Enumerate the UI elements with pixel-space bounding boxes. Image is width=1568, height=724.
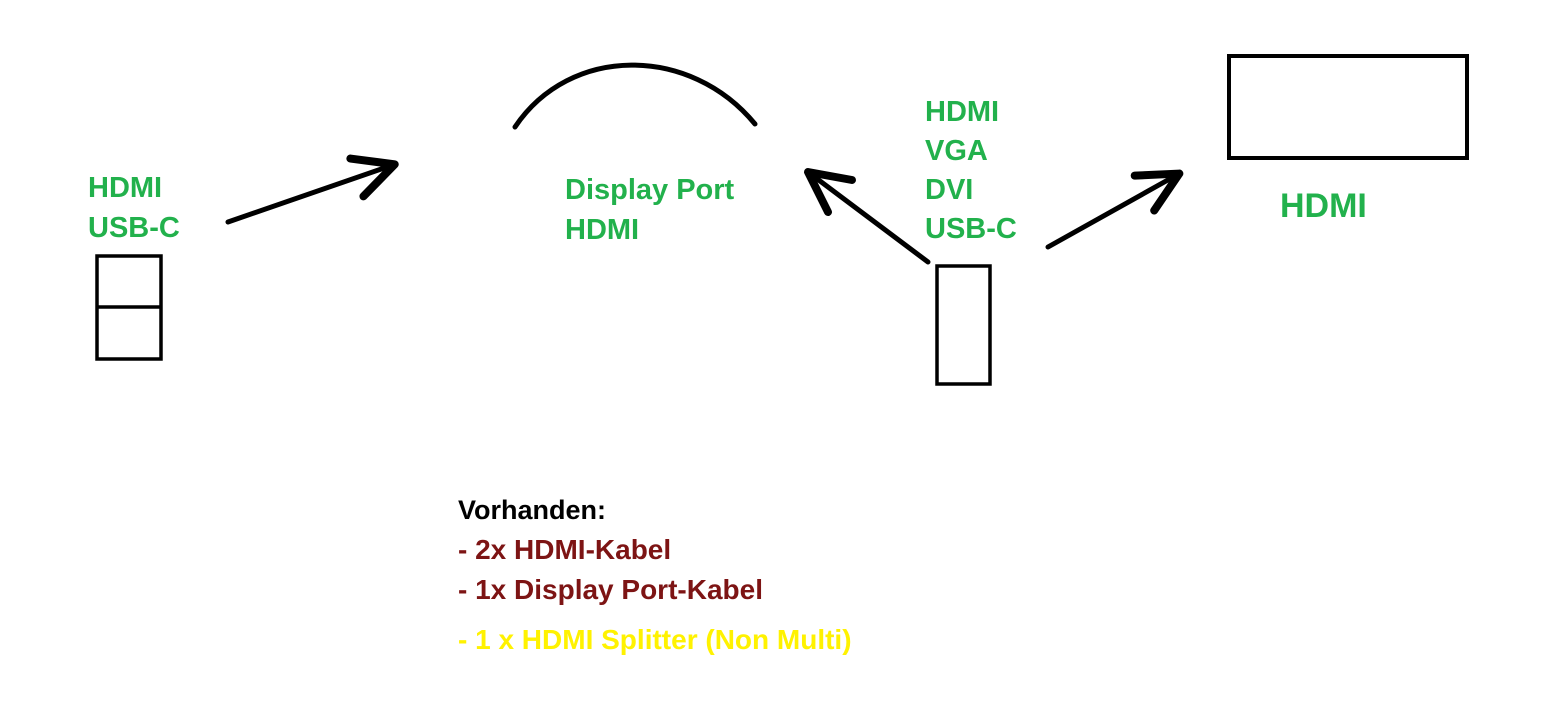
monitor-label: HDMI	[1280, 187, 1367, 225]
right-device-label-dvi: DVI	[925, 174, 974, 206]
left-device-label-usbc: USB-C	[88, 212, 180, 244]
legend-title: Vorhanden:	[458, 495, 606, 525]
left-device-labels: HDMI USB-C	[88, 168, 180, 248]
legend-item-displayport-kabel: - 1x Display Port-Kabel	[458, 574, 763, 605]
center-label-hdmi: HDMI	[565, 214, 640, 246]
right-device-labels: HDMI VGA DVI USB-C	[925, 93, 1017, 249]
left-device-box	[95, 254, 163, 361]
center-label-displayport: Display Port	[565, 174, 735, 206]
center-labels: Display Port HDMI	[565, 170, 734, 250]
legend: Vorhanden: - 2x HDMI-Kabel - 1x Display …	[458, 490, 852, 660]
monitor-box	[1227, 54, 1469, 160]
right-device-label-vga: VGA	[925, 135, 988, 167]
right-device-label-hdmi: HDMI	[925, 96, 1000, 128]
legend-item-hdmi-kabel: - 2x HDMI-Kabel	[458, 534, 672, 565]
arrow-right-to-monitor	[1045, 169, 1184, 250]
dome-curve	[512, 62, 758, 130]
arrow-left-to-center	[225, 154, 399, 225]
left-device-label-hdmi: HDMI	[88, 172, 163, 204]
arrow-right-to-center	[804, 168, 931, 265]
right-device-label-usbc: USB-C	[925, 213, 1017, 245]
right-device-box	[935, 264, 992, 386]
legend-item-hdmi-splitter: - 1 x HDMI Splitter (Non Multi)	[458, 624, 852, 655]
